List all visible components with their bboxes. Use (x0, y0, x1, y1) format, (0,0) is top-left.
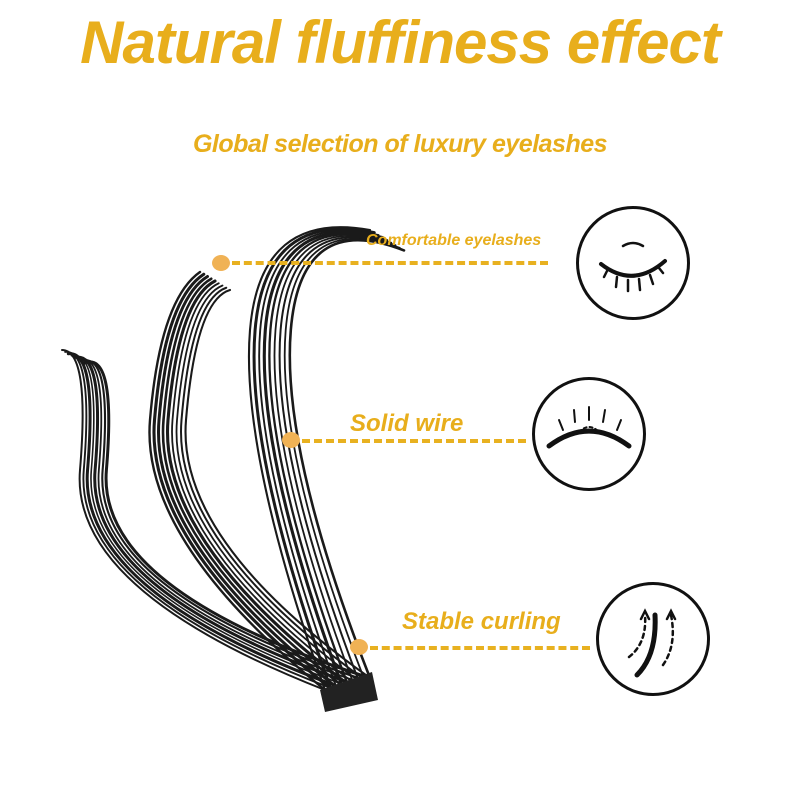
feature-dot-2 (282, 432, 300, 448)
curl-arrows-icon (596, 582, 710, 696)
feature-dot-1 (212, 255, 230, 271)
feature-line-2 (302, 439, 526, 443)
feature-line-3 (370, 646, 590, 650)
feature-label-stable-curling: Stable curling (402, 608, 561, 636)
feature-line-1 (232, 261, 548, 265)
lash-strand (290, 240, 404, 678)
feature-dot-3 (350, 639, 368, 655)
feature-label-comfortable: Comfortable eyelashes (366, 232, 541, 250)
closed-eye-icon (576, 206, 690, 320)
feature-label-solid-wire: Solid wire (350, 410, 463, 438)
eye-curve-icon (532, 377, 646, 491)
